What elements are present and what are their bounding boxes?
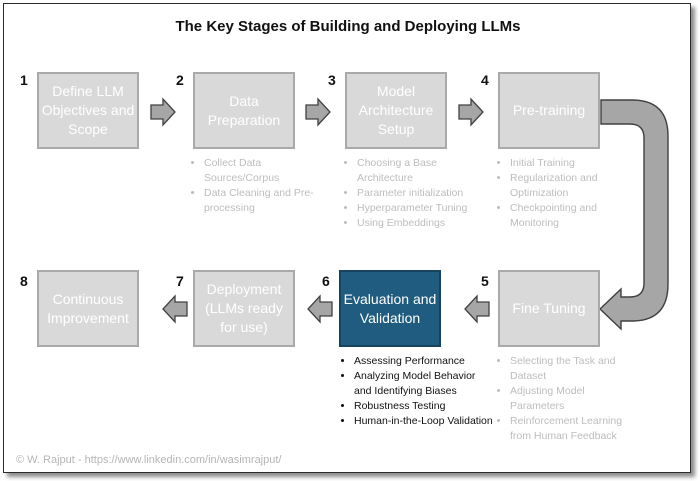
- stage-8-number: 8: [20, 273, 28, 289]
- list-item: Robustness Testing: [354, 399, 494, 414]
- list-item: Hyperparameter Tuning: [357, 201, 493, 216]
- list-item: Reinforcement Learning from Human Feedba…: [510, 414, 630, 444]
- stage-2-number: 2: [176, 72, 184, 88]
- stage-7-box: Deployment (LLMs ready for use): [193, 270, 295, 347]
- list-item: Choosing a Base Architecture: [357, 156, 493, 186]
- arrow-left-icon: [307, 294, 333, 324]
- list-item: Initial Training: [510, 156, 630, 171]
- stage-4-number: 4: [481, 72, 489, 88]
- list-item: Analyzing Model Behavior and Identifying…: [354, 369, 494, 399]
- list-item: Assessing Performance: [354, 354, 494, 369]
- stage-6-number: 6: [322, 273, 330, 289]
- diagram-title: The Key Stages of Building and Deploying…: [175, 18, 521, 35]
- u-turn-arrow-icon: [598, 99, 669, 331]
- stage-5-number: 5: [481, 273, 489, 289]
- stage-6-box: Evaluation and Validation: [339, 270, 441, 347]
- arrow-left-icon: [464, 294, 490, 324]
- model-architecture-details: Choosing a Base Architecture Parameter i…: [343, 156, 493, 231]
- list-item: Using Embeddings: [357, 216, 493, 231]
- pre-training-details: Initial Training Regularization and Opti…: [496, 156, 630, 231]
- diagram-frame: The Key Stages of Building and Deploying…: [3, 3, 691, 473]
- stage-3-number: 3: [328, 72, 336, 88]
- data-preparation-details: Collect Data Sources/Corpus Data Cleanin…: [190, 156, 324, 216]
- stage-4-box: Pre-training: [498, 72, 600, 149]
- list-item: Data Cleaning and Pre-processing: [204, 186, 324, 216]
- arrow-right-icon: [305, 97, 331, 127]
- stage-5-box: Fine Tuning: [498, 270, 600, 347]
- list-item: Checkpointing and Monitoring: [510, 201, 630, 231]
- fine-tuning-details: Selecting the Task and Dataset Adjusting…: [496, 354, 630, 444]
- stage-1-number: 1: [20, 72, 28, 88]
- list-item: Collect Data Sources/Corpus: [204, 156, 324, 186]
- list-item: Human-in-the-Loop Validation: [354, 414, 494, 429]
- stage-2-box: Data Preparation: [193, 72, 295, 149]
- arrow-right-icon: [150, 97, 176, 127]
- list-item: Adjusting Model Parameters: [510, 384, 630, 414]
- list-item: Selecting the Task and Dataset: [510, 354, 630, 384]
- stage-7-number: 7: [176, 273, 184, 289]
- list-item: Regularization and Optimization: [510, 171, 630, 201]
- stage-1-box: Define LLM Objectives and Scope: [37, 72, 139, 149]
- arrow-left-icon: [162, 294, 188, 324]
- evaluation-details: Assessing Performance Analyzing Model Be…: [340, 354, 494, 429]
- arrow-right-icon: [458, 97, 484, 127]
- stage-3-box: Model Architecture Setup: [345, 72, 447, 149]
- stage-8-box: Continuous Improvement: [37, 270, 139, 347]
- credit-text: © W. Rajput - https://www.linkedin.com/i…: [16, 454, 282, 466]
- list-item: Parameter initialization: [357, 186, 493, 201]
